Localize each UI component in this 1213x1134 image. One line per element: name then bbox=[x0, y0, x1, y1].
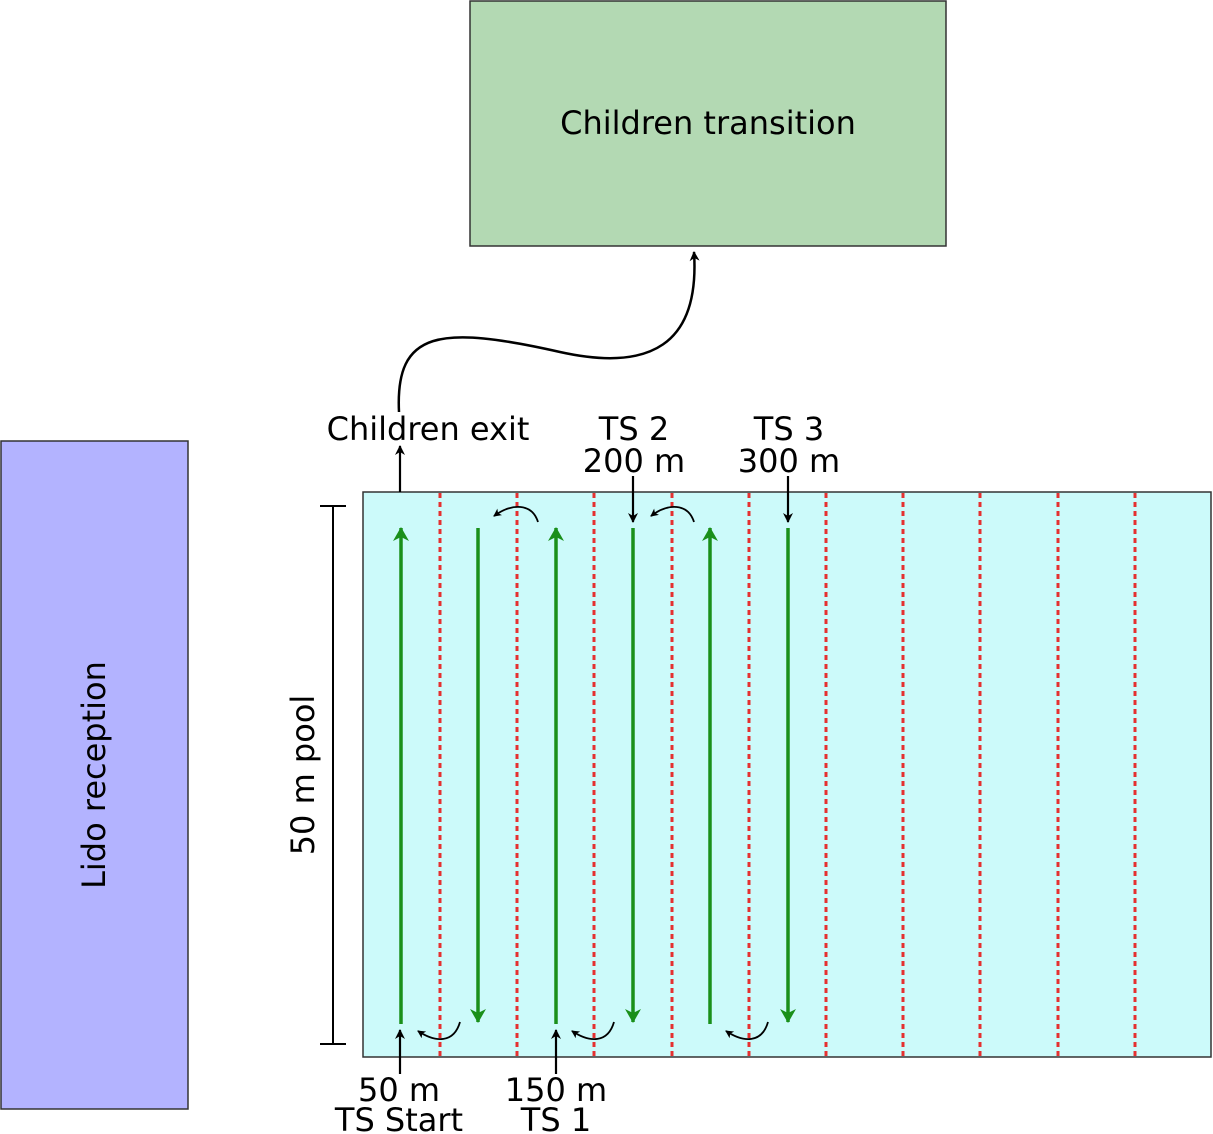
turn-arrow bbox=[650, 506, 695, 523]
children-route-arrow bbox=[397, 251, 700, 413]
ts2-name-label: TS 2 bbox=[598, 410, 669, 448]
ts1-distance-label: 150 m bbox=[505, 1071, 607, 1109]
lido-reception-box bbox=[0, 440, 189, 1110]
ts3-name-label: TS 3 bbox=[753, 410, 824, 448]
ts-start-distance-label: 50 m bbox=[358, 1071, 440, 1109]
children-transition-label: Children transition bbox=[560, 104, 856, 142]
swim-path bbox=[393, 527, 796, 1024]
turn-arrow bbox=[417, 1021, 461, 1040]
turn-arrow bbox=[493, 506, 539, 523]
children-exit-label: Children exit bbox=[327, 410, 530, 448]
ts3-distance-label: 300 m bbox=[738, 442, 840, 480]
turn-arrow bbox=[571, 1021, 615, 1040]
turn-arrow bbox=[725, 1021, 769, 1040]
ts1-name-label: TS 1 bbox=[520, 1101, 591, 1134]
children-transition-box bbox=[469, 0, 947, 247]
lane-turn-arrows bbox=[417, 506, 769, 1040]
lane-ropes bbox=[438, 493, 1137, 1056]
pool-length-label: 50 m pool bbox=[284, 695, 322, 856]
pool-length-dimension bbox=[320, 505, 346, 1045]
ts2-distance-label: 200 m bbox=[583, 442, 685, 480]
ts-start-name-label: TS Start bbox=[334, 1101, 463, 1134]
lido-reception-label: Lido reception bbox=[75, 661, 113, 889]
